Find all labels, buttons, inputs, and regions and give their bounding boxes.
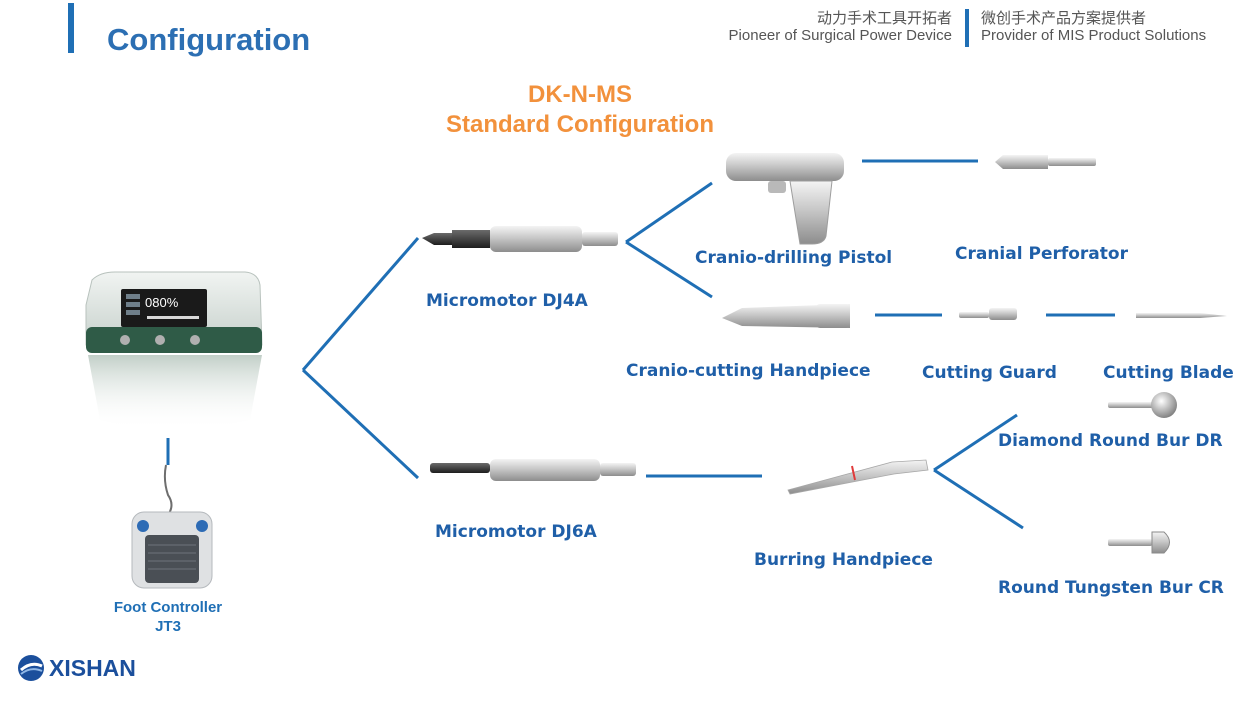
cutting-guard-image — [959, 308, 1017, 320]
label-foot-controller: Foot Controller JT3 — [92, 598, 244, 636]
burring-to-diamond-line — [933, 413, 1018, 472]
foot-controller-image — [131, 464, 213, 589]
xishan-logo-icon — [18, 655, 44, 681]
foot-controller-name: Foot Controller — [113, 599, 223, 616]
label-cranio-drilling-pistol: Cranio-drilling Pistol — [695, 248, 893, 268]
tagline-left: 动力手术工具开拓者 Pioneer of Surgical Power Devi… — [729, 10, 952, 44]
console-to-dj6a-line — [301, 368, 420, 480]
cranial-perforator-image — [995, 155, 1096, 169]
label-burring-handpiece: Burring Handpiece — [754, 550, 933, 570]
model-name: DK-N-MS — [528, 81, 632, 108]
label-micromotor-dj6a: Micromotor DJ6A — [435, 522, 597, 542]
tagline-right-en: Provider of MIS Product Solutions — [981, 27, 1207, 44]
tagline-divider — [965, 9, 969, 47]
tungsten-bur-image — [1108, 531, 1170, 554]
burring-handpiece-image — [787, 459, 929, 495]
console-display-value: 080% — [145, 295, 179, 310]
micromotor-dj6a-image — [430, 459, 636, 481]
dj4a-to-cutting-line — [625, 240, 713, 299]
cutting-blade-image — [1136, 313, 1227, 318]
configuration-name: Standard Configuration — [446, 111, 714, 138]
tagline-right-cn: 微创手术产品方案提供者 — [981, 10, 1147, 27]
title-accent-bar — [68, 3, 74, 53]
diamond-bur-image — [1108, 392, 1177, 418]
xishan-logo-text: XISHAN — [49, 654, 136, 681]
page-title: Configuration — [107, 22, 311, 57]
foot-controller-model: JT3 — [155, 618, 181, 635]
label-cranio-cutting-handpiece: Cranio-cutting Handpiece — [626, 361, 871, 381]
configuration-subtitle: DK-N-MS Standard Configuration — [380, 80, 780, 140]
console-to-dj4a-line — [301, 237, 420, 371]
tagline-left-en: Pioneer of Surgical Power Device — [728, 27, 952, 44]
burring-to-tungsten-line — [933, 468, 1024, 530]
micromotor-dj4a-image — [422, 226, 618, 252]
dj4a-to-pistol-line — [625, 181, 713, 244]
label-cutting-guard: Cutting Guard — [922, 363, 1057, 383]
label-micromotor-dj4a: Micromotor DJ4A — [426, 291, 588, 311]
xishan-logo: XISHAN — [16, 653, 136, 683]
label-diamond-round-bur: Diamond Round Bur DR — [998, 431, 1223, 451]
console-unit-image: 080% — [85, 271, 263, 430]
label-cranial-perforator: Cranial Perforator — [955, 244, 1128, 264]
tagline-left-cn: 动力手术工具开拓者 — [816, 10, 952, 27]
cranio-cutting-handpiece-image — [722, 304, 850, 328]
connector-lines — [166, 159, 1115, 530]
label-cutting-blade: Cutting Blade — [1103, 363, 1234, 383]
label-round-tungsten-bur: Round Tungsten Bur CR — [998, 578, 1224, 598]
tagline-right: 微创手术产品方案提供者 Provider of MIS Product Solu… — [981, 10, 1206, 44]
cranio-drilling-pistol-image — [726, 153, 844, 245]
